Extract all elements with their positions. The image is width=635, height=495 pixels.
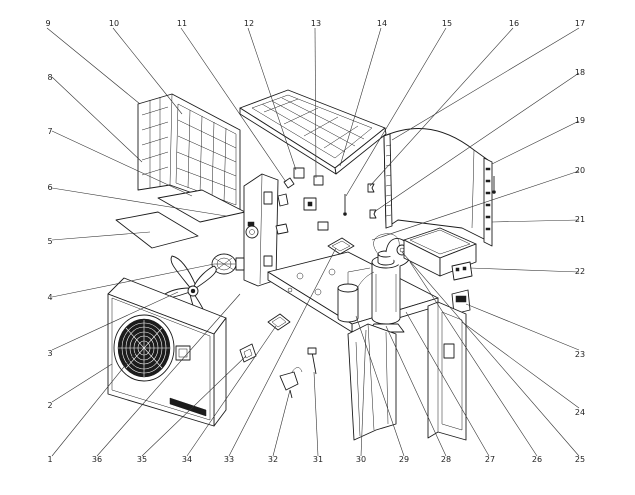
callout-13: 13 <box>311 19 321 28</box>
callout-28: 28 <box>441 455 451 464</box>
callout-5: 5 <box>47 237 52 246</box>
front-panel <box>107 277 227 427</box>
small-components-top <box>275 167 377 235</box>
controller-display <box>451 289 471 315</box>
callout-23: 23 <box>575 350 585 359</box>
callout-36: 36 <box>92 455 102 464</box>
callout-21: 21 <box>575 215 585 224</box>
callout-4: 4 <box>47 293 52 302</box>
control-box <box>403 227 477 281</box>
callout-34: 34 <box>182 455 192 464</box>
callout-29: 29 <box>399 455 409 464</box>
callout-11: 11 <box>177 19 187 28</box>
leader-lines <box>46 27 580 457</box>
callout-19: 19 <box>575 116 585 125</box>
callout-1: 1 <box>47 455 52 464</box>
callout-3: 3 <box>47 349 52 358</box>
callout-10: 10 <box>109 19 119 28</box>
callout-9: 9 <box>45 19 50 28</box>
callout-32: 32 <box>268 455 278 464</box>
callout-35: 35 <box>137 455 147 464</box>
callout-12: 12 <box>244 19 254 28</box>
callout-2: 2 <box>47 401 52 410</box>
callout-18: 18 <box>575 68 585 77</box>
evaporator-grille <box>137 93 241 211</box>
callout-20: 20 <box>575 166 585 175</box>
callout-27: 27 <box>485 455 495 464</box>
callout-24: 24 <box>575 408 585 417</box>
rear-panel <box>347 323 397 441</box>
callout-15: 15 <box>442 19 452 28</box>
callout-33: 33 <box>224 455 234 464</box>
callout-26: 26 <box>532 455 542 464</box>
callout-8: 8 <box>47 73 52 82</box>
motor-support <box>243 173 279 287</box>
callout-30: 30 <box>356 455 366 464</box>
callout-6: 6 <box>47 183 52 192</box>
side-panel <box>427 301 467 441</box>
callout-17: 17 <box>575 19 585 28</box>
accumulator <box>337 267 375 323</box>
part-drawings <box>107 89 496 441</box>
top-cover <box>239 89 387 175</box>
callout-25: 25 <box>575 455 585 464</box>
callout-7: 7 <box>47 127 52 136</box>
condenser-coil <box>383 128 496 247</box>
fan-motor <box>211 253 245 275</box>
callout-14: 14 <box>377 19 387 28</box>
callout-16: 16 <box>509 19 519 28</box>
callout-labels: 9 10 11 12 13 14 15 16 17 18 19 20 21 22… <box>45 19 585 464</box>
callout-31: 31 <box>313 455 323 464</box>
small-components-bottom <box>239 313 317 399</box>
callout-22: 22 <box>575 267 585 276</box>
